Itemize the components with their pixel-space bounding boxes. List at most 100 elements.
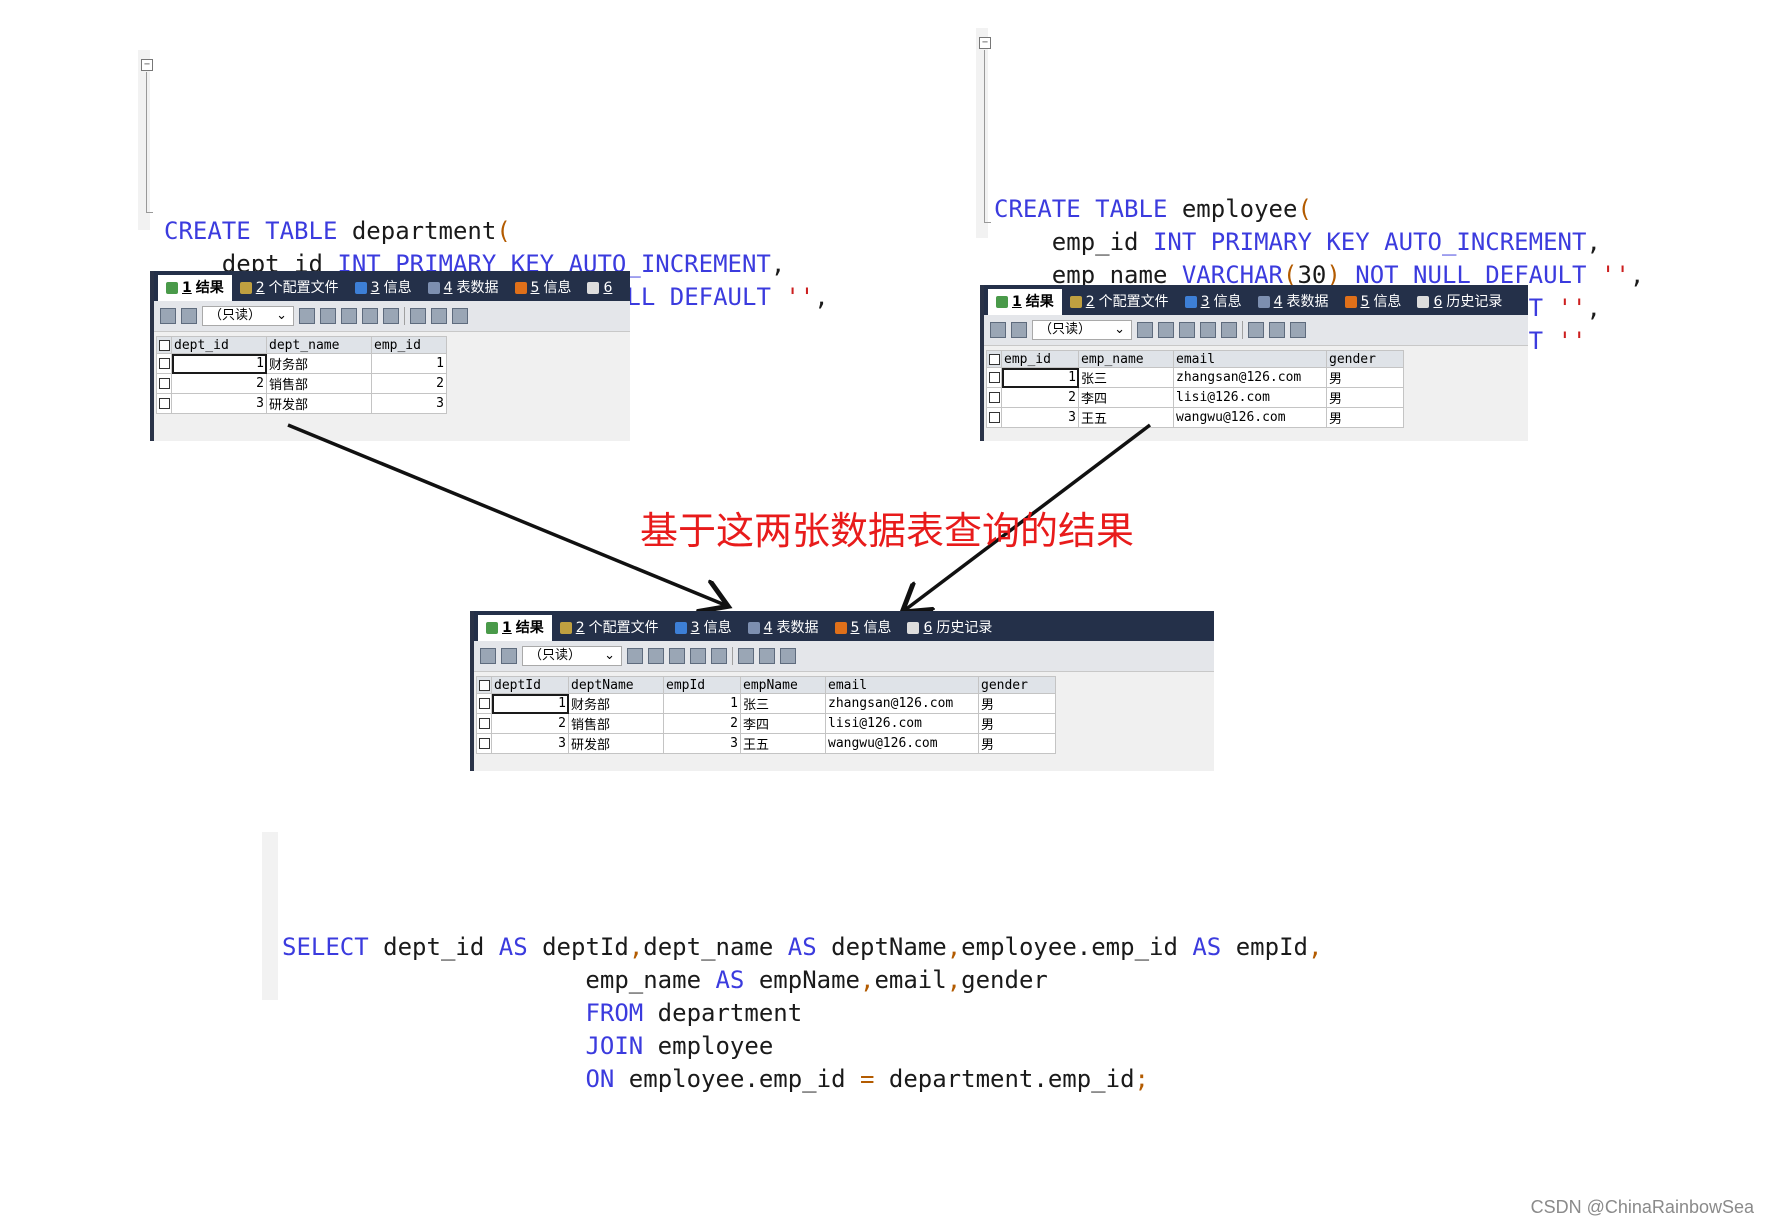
save-icon[interactable] xyxy=(341,308,357,324)
code-line[interactable]: JOIN employee xyxy=(282,1030,1402,1063)
export-icon[interactable] xyxy=(480,648,496,664)
column-header[interactable]: gender xyxy=(1326,350,1404,368)
table-cell[interactable]: 1 xyxy=(663,693,741,714)
readonly-select[interactable]: （只读）⌄ xyxy=(1032,320,1132,340)
table-cell[interactable]: 销售部 xyxy=(568,713,664,734)
tab-6[interactable]: 6 xyxy=(579,275,624,301)
table-cell[interactable]: 财务部 xyxy=(568,693,664,714)
table-cell[interactable]: 男 xyxy=(1326,387,1404,408)
export-icon[interactable] xyxy=(990,322,1006,338)
column-header[interactable]: emp_name xyxy=(1078,350,1174,368)
table-cell[interactable]: 王五 xyxy=(740,733,826,754)
table-cell[interactable]: 3 xyxy=(491,733,569,754)
code-line[interactable]: emp_id INT PRIMARY KEY AUTO_INCREMENT, xyxy=(994,226,1686,259)
readonly-select[interactable]: （只读）⌄ xyxy=(522,646,622,666)
column-header[interactable]: email xyxy=(825,676,979,694)
table-cell[interactable]: 2 xyxy=(491,713,569,734)
text-view-icon[interactable] xyxy=(452,308,468,324)
form-view-icon[interactable] xyxy=(759,648,775,664)
table-cell[interactable]: 男 xyxy=(1326,407,1404,428)
code-line[interactable]: emp_name AS empName,email,gender xyxy=(282,964,1402,997)
code-line[interactable]: ON employee.emp_id = department.emp_id; xyxy=(282,1063,1402,1096)
text-view-icon[interactable] xyxy=(1290,322,1306,338)
save-icon[interactable] xyxy=(669,648,685,664)
table-cell[interactable]: 男 xyxy=(978,693,1056,714)
code-line[interactable]: CREATE TABLE department( xyxy=(164,215,858,248)
table-cell[interactable]: 男 xyxy=(978,733,1056,754)
table-cell[interactable]: 2 xyxy=(663,713,741,734)
code-line[interactable]: CREATE TABLE employee( xyxy=(994,193,1686,226)
grid-view-icon[interactable] xyxy=(410,308,426,324)
table-cell[interactable]: 张三 xyxy=(740,693,826,714)
select-all-checkbox[interactable] xyxy=(476,676,492,694)
table-cell[interactable]: 3 xyxy=(371,393,447,414)
import-dropdown-icon[interactable] xyxy=(181,308,197,324)
text-view-icon[interactable] xyxy=(780,648,796,664)
form-view-icon[interactable] xyxy=(431,308,447,324)
insert-row-icon[interactable] xyxy=(627,648,643,664)
table-cell[interactable]: lisi@126.com xyxy=(1173,387,1327,408)
save-icon[interactable] xyxy=(1179,322,1195,338)
row-checkbox[interactable] xyxy=(476,733,492,754)
cancel-icon[interactable] xyxy=(1221,322,1237,338)
table-cell[interactable]: 男 xyxy=(978,713,1056,734)
table-cell[interactable]: zhangsan@126.com xyxy=(825,693,979,714)
delete-icon[interactable] xyxy=(690,648,706,664)
delete-icon[interactable] xyxy=(1200,322,1216,338)
table-cell[interactable]: 张三 xyxy=(1078,367,1174,388)
import-dropdown-icon[interactable] xyxy=(501,648,517,664)
code-line[interactable]: dept_id INT PRIMARY KEY AUTO_INCREMENT, xyxy=(164,248,858,281)
export-icon[interactable] xyxy=(160,308,176,324)
readonly-select[interactable]: （只读）⌄ xyxy=(202,306,294,326)
column-header[interactable]: empId xyxy=(663,676,741,694)
row-checkbox[interactable] xyxy=(476,713,492,734)
table-cell[interactable]: 李四 xyxy=(740,713,826,734)
fold-toggle-icon[interactable]: − xyxy=(979,37,991,49)
column-header[interactable]: emp_id xyxy=(371,336,447,354)
table-cell[interactable]: wangwu@126.com xyxy=(1173,407,1327,428)
table-cell[interactable]: 3 xyxy=(171,393,267,414)
row-checkbox[interactable] xyxy=(476,693,492,714)
duplicate-row-icon[interactable] xyxy=(1158,322,1174,338)
duplicate-row-icon[interactable] xyxy=(320,308,336,324)
column-header[interactable]: dept_id xyxy=(171,336,267,354)
code-line[interactable]: FROM department xyxy=(282,997,1402,1030)
code-line[interactable]: SELECT dept_id AS deptId,dept_name AS de… xyxy=(282,931,1402,964)
import-dropdown-icon[interactable] xyxy=(1011,322,1027,338)
table-cell[interactable]: 1 xyxy=(491,693,569,714)
table-cell[interactable]: 3 xyxy=(1001,407,1079,428)
table-cell[interactable]: 男 xyxy=(1326,367,1404,388)
grid-view-icon[interactable] xyxy=(1248,322,1264,338)
column-header[interactable]: empName xyxy=(740,676,826,694)
column-header[interactable]: deptName xyxy=(568,676,664,694)
fold-toggle-icon[interactable]: − xyxy=(141,59,153,71)
column-header[interactable]: dept_name xyxy=(266,336,372,354)
grid-view-icon[interactable] xyxy=(738,648,754,664)
table-cell[interactable]: wangwu@126.com xyxy=(825,733,979,754)
table-cell[interactable]: 3 xyxy=(663,733,741,754)
cancel-icon[interactable] xyxy=(383,308,399,324)
column-header[interactable]: emp_id xyxy=(1001,350,1079,368)
